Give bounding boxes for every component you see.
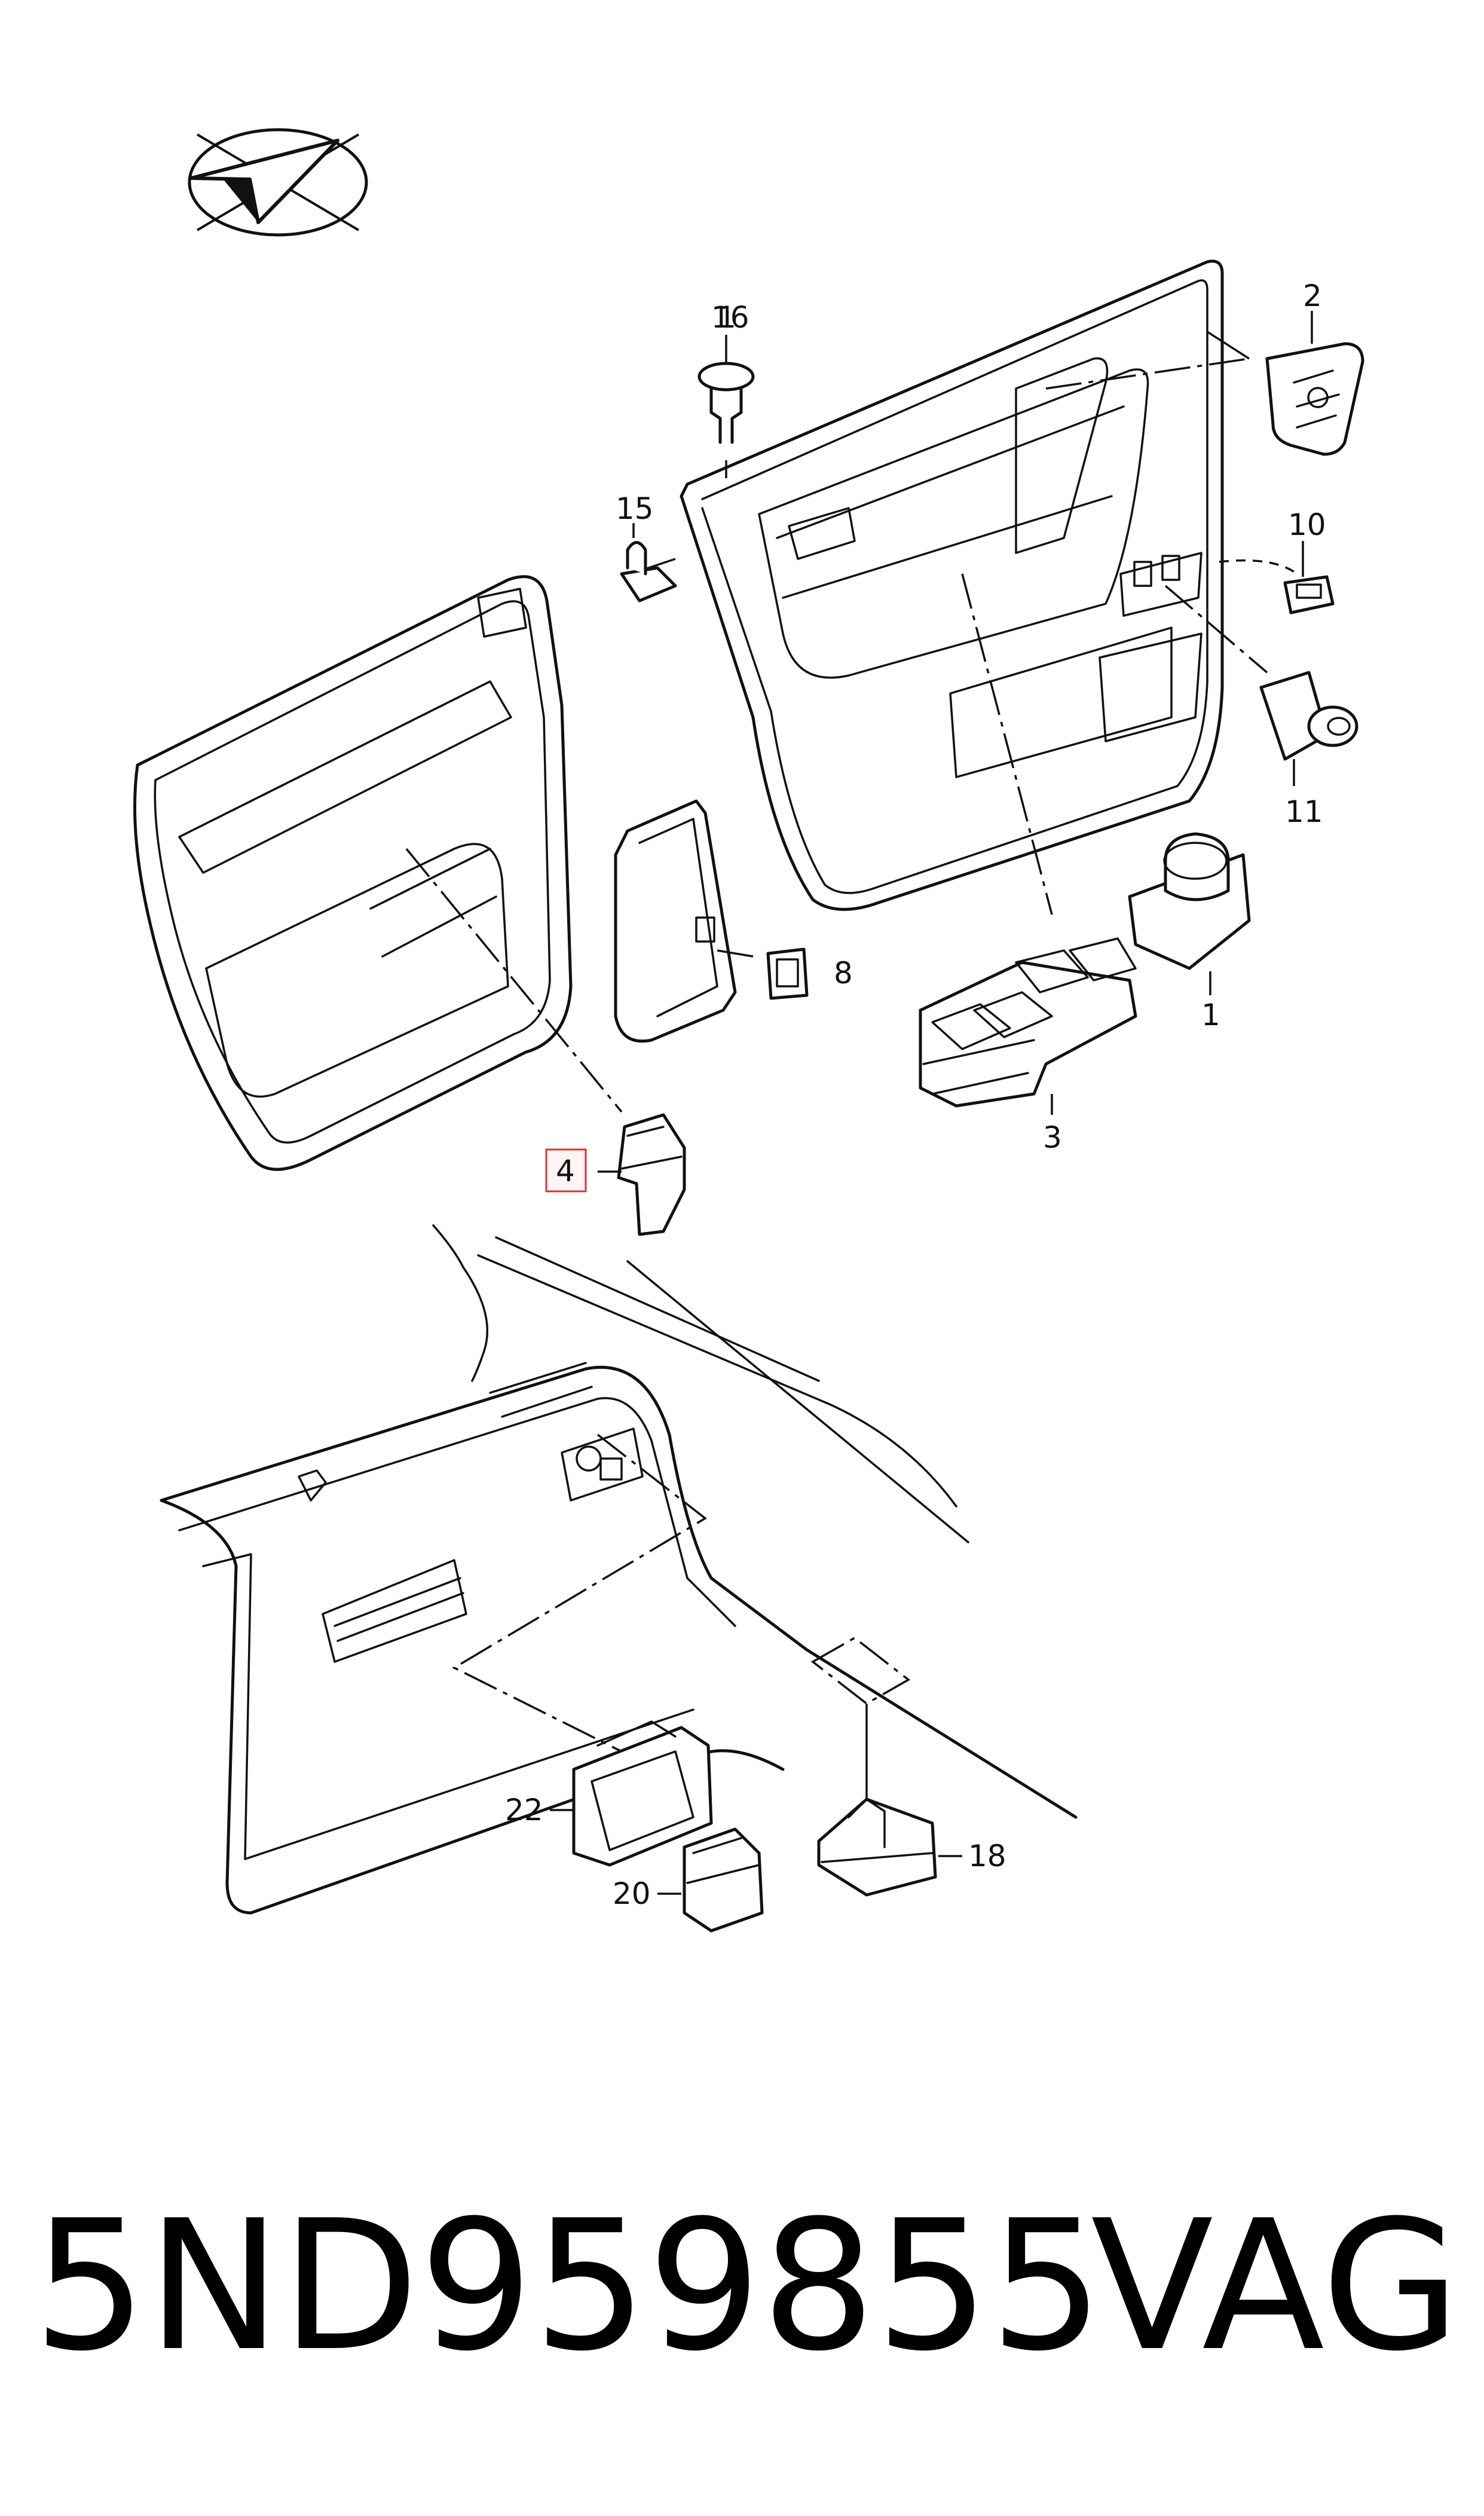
part-3-master-window-switch	[919, 937, 1137, 1115]
part-18-switch	[817, 1797, 962, 1897]
part-16-clip	[697, 335, 755, 444]
callout-1: 1	[1201, 998, 1220, 1032]
callout-15-label: 15	[616, 491, 654, 526]
brand-name: VAG	[1091, 2182, 1461, 2390]
callout-2: 2	[1303, 279, 1322, 313]
callout-22: 22	[505, 1793, 543, 1827]
part-1-mirror-adjust-switch	[1128, 832, 1251, 995]
leader-lines	[405, 331, 1298, 1799]
door-sill-area	[160, 1224, 1078, 1915]
part-8-small-switch	[766, 947, 809, 1000]
part-20-switch	[657, 1827, 764, 1933]
rear-door-trim-panel	[133, 575, 573, 1171]
callout-11: 11	[1285, 794, 1323, 829]
direction-arrow-icon	[188, 128, 368, 237]
exploded-parts-diagram: 1 1 2 10 11 1 3 8 15 16 22 20 18 4	[133, 128, 1364, 1933]
part-22-switch-bezel	[550, 1720, 713, 1867]
callout-16-label: 16	[711, 300, 749, 335]
callout-20: 20	[613, 1876, 651, 1911]
part-10-small-switch	[1283, 541, 1335, 615]
part-4-window-switch	[598, 1113, 686, 1236]
part-2-window-switch	[1265, 311, 1364, 456]
callout-labels: 1 1 2 10 11 1 3 8 15 16 22 20 18	[505, 279, 1326, 1911]
part-number: 5ND959855	[33, 2182, 1104, 2390]
callout-3: 3	[1043, 1120, 1062, 1155]
callout-10: 10	[1288, 508, 1326, 542]
pillar-trim	[614, 799, 737, 1043]
callout-4: 4	[556, 1154, 575, 1188]
callout-16: 1	[717, 300, 736, 335]
part-15-pin	[620, 523, 677, 603]
part-11-mirror-switch	[1259, 671, 1358, 786]
front-door-trim-panel	[680, 259, 1224, 911]
callout-8: 8	[834, 956, 853, 990]
callout-18: 18	[968, 1839, 1006, 1873]
callout-4-highlight: 4	[545, 1148, 587, 1193]
